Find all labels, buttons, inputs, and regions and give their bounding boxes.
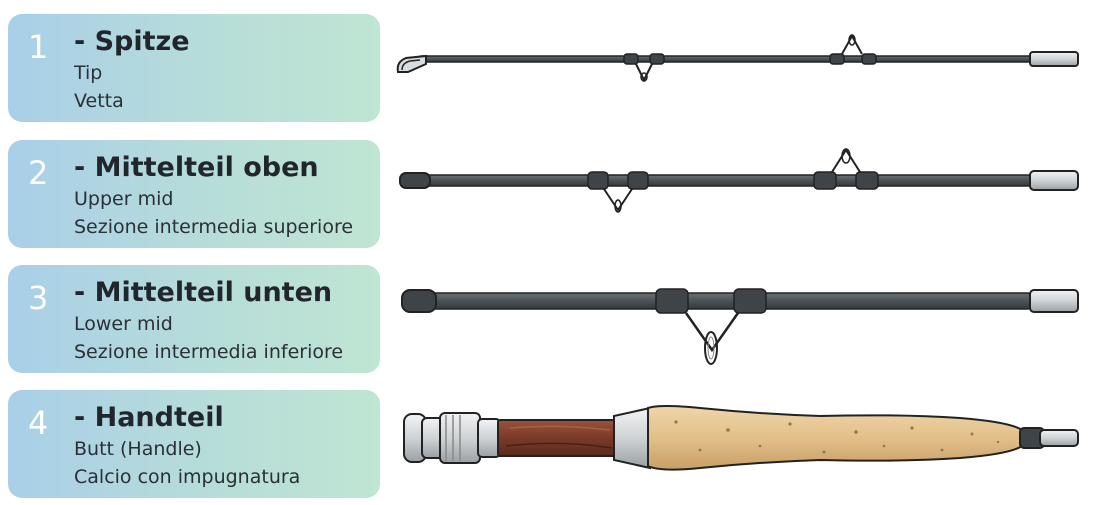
section-label-english: Butt (Handle) bbox=[74, 438, 202, 460]
section-number: 1 bbox=[28, 28, 49, 66]
section-number: 2 bbox=[28, 154, 49, 192]
section-card-1: 1 - Spitze Tip Vetta bbox=[8, 14, 380, 122]
section-title-german: - Mittelteil unten bbox=[74, 277, 333, 308]
section-label-italian: Vetta bbox=[74, 90, 124, 112]
section-number: 4 bbox=[28, 404, 49, 442]
rod-lower-mid-icon bbox=[401, 288, 1079, 365]
section-label-english: Tip bbox=[74, 62, 103, 84]
rod-butt-handle-icon bbox=[403, 405, 1079, 471]
section-card-2: 2 - Mittelteil oben Upper mid Sezione in… bbox=[8, 140, 380, 248]
section-title-german: - Handteil bbox=[74, 402, 224, 433]
section-label-english: Upper mid bbox=[74, 188, 174, 210]
section-card-4: 4 - Handteil Butt (Handle) Calcio con im… bbox=[8, 390, 380, 498]
section-card-3: 3 - Mittelteil unten Lower mid Sezione i… bbox=[8, 265, 380, 373]
rod-upper-mid-icon bbox=[399, 148, 1079, 213]
section-title-german: - Mittelteil oben bbox=[74, 152, 319, 183]
section-label-italian: Calcio con impugnatura bbox=[74, 466, 301, 488]
section-label-english: Lower mid bbox=[74, 313, 173, 335]
rod-tip-icon bbox=[396, 33, 1079, 83]
section-number: 3 bbox=[28, 279, 49, 317]
section-label-italian: Sezione intermedia inferiore bbox=[74, 341, 344, 363]
section-label-italian: Sezione intermedia superiore bbox=[74, 216, 354, 238]
section-title-german: - Spitze bbox=[74, 26, 190, 57]
